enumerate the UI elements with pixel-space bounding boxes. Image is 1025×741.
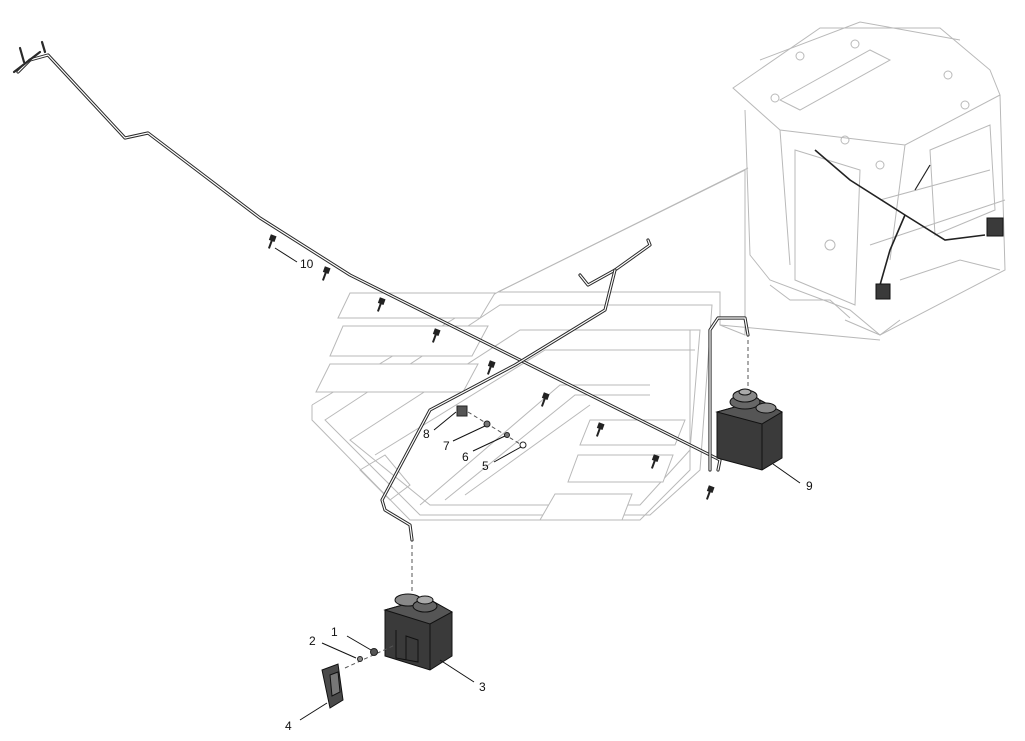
callout-1: 1	[331, 625, 338, 639]
clip-icon	[595, 422, 605, 437]
clip-icon	[486, 360, 496, 375]
callout-3: 3	[479, 680, 486, 694]
callout-2: 2	[309, 634, 316, 648]
clip-icon	[376, 297, 386, 312]
callout-9: 9	[806, 479, 813, 493]
washer-tube-main	[12, 40, 750, 472]
washer-part-6	[504, 432, 510, 438]
mounting-bracket	[321, 644, 396, 709]
callout-4: 4	[285, 719, 292, 733]
callout-5: 5	[482, 459, 489, 473]
callout-7: 7	[443, 439, 450, 453]
callout-labels: 1 2 3 4 5 6 7 8 9 10	[285, 257, 813, 733]
clip-icon	[431, 328, 441, 343]
bracket-part-8	[456, 405, 468, 417]
callout-10: 10	[300, 257, 314, 271]
nut-part-7	[483, 420, 491, 428]
callout-8: 8	[423, 427, 430, 441]
screw-part-1	[370, 648, 378, 656]
mounting-hardware	[456, 405, 527, 449]
tube-clips	[267, 234, 715, 500]
washer-part-2	[357, 656, 363, 662]
washer-tube-secondary	[380, 238, 652, 542]
washer-reservoir-upper	[715, 340, 784, 471]
grommet-part-5	[519, 441, 527, 449]
clip-icon	[650, 454, 660, 469]
clip-icon	[540, 392, 550, 407]
cab-ghost-outline	[311, 167, 881, 521]
clip-icon	[705, 485, 715, 500]
cab-inset-view	[732, 21, 1006, 336]
washer-reservoir-lower	[383, 545, 454, 671]
clip-icon	[321, 266, 331, 281]
callout-6: 6	[462, 450, 469, 464]
leader-lines	[274, 247, 801, 721]
clip-icon	[267, 234, 277, 249]
